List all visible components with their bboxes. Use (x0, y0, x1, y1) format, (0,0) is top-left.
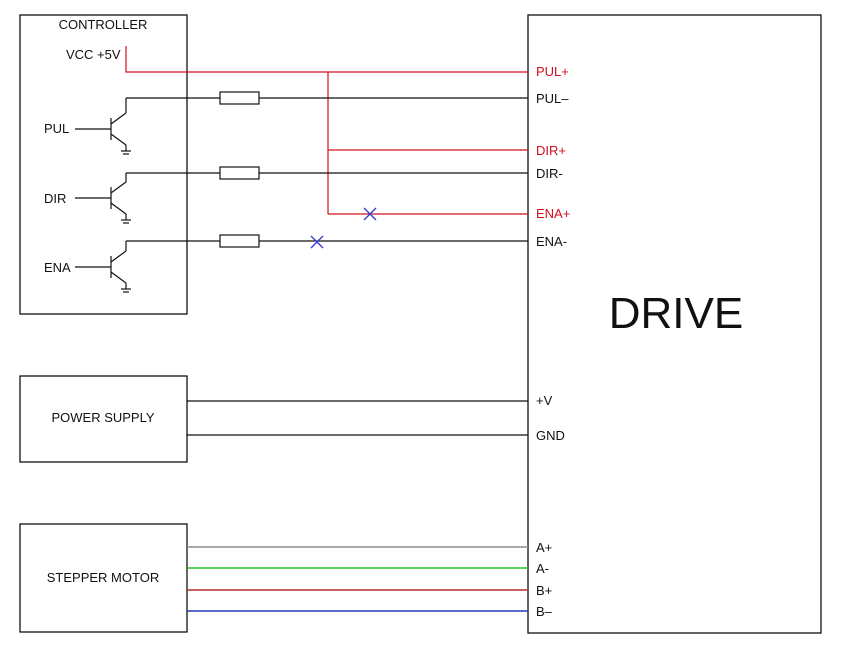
terminal-gnd: GND (536, 428, 565, 443)
controller-box (19, 14, 188, 315)
resistor-icon (219, 166, 260, 180)
terminal-ena-minus: ENA- (536, 234, 567, 249)
ground-icon (121, 150, 131, 155)
terminal-b-plus: B+ (536, 583, 552, 598)
dir-channel: DIR (44, 166, 528, 224)
npn-transistor-icon (110, 173, 127, 220)
terminal-a-plus: A+ (536, 540, 552, 555)
terminal-ena-plus: ENA+ (536, 206, 570, 221)
npn-transistor-icon (110, 98, 127, 151)
drive-title: DRIVE (609, 289, 743, 338)
stepper-motor-box (19, 523, 188, 633)
drive-box (527, 14, 822, 634)
ena-channel: ENA (44, 234, 528, 293)
npn-transistor-icon (110, 241, 127, 289)
vcc-bus (125, 46, 528, 215)
cross-mark-icon (363, 207, 377, 221)
vcc-label: VCC +5V (66, 47, 121, 62)
resistor-icon (219, 91, 260, 105)
terminal-dir-plus: DIR+ (536, 143, 566, 158)
terminal-a-minus: A- (536, 561, 549, 576)
controller-input-dir: DIR (44, 191, 66, 206)
terminal-dir-minus: DIR- (536, 166, 563, 181)
terminal-b-minus: B– (536, 604, 553, 619)
cross-mark-icon (310, 235, 324, 249)
terminal-pul-plus: PUL+ (536, 64, 569, 79)
ground-icon (121, 219, 131, 224)
power-supply-title: POWER SUPPLY (51, 410, 154, 425)
ground-icon (121, 288, 131, 293)
resistor-icon (219, 234, 260, 248)
controller-input-ena: ENA (44, 260, 71, 275)
power-supply-box (19, 375, 188, 463)
controller-input-pul: PUL (44, 121, 69, 136)
terminal-v-plus: +V (536, 393, 553, 408)
stepper-motor-title: STEPPER MOTOR (47, 570, 159, 585)
terminal-pul-minus: PUL– (536, 91, 569, 106)
controller-title: CONTROLLER (59, 17, 148, 32)
pul-channel: PUL (44, 91, 528, 155)
